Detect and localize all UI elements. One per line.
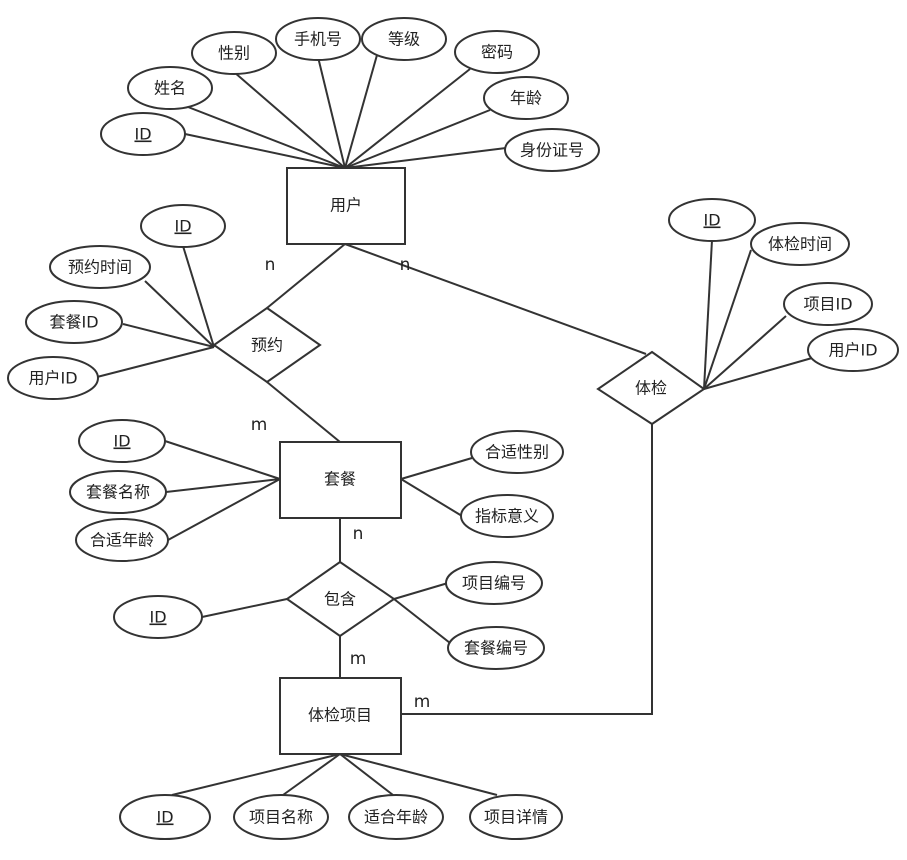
entity-package-label: 套餐 [324, 470, 356, 489]
attr-contain-id[interactable]: ID [113, 595, 203, 639]
card-user-exam: n [400, 255, 411, 275]
card-package-contain: n [353, 524, 364, 544]
attr-item-id-label: ID [156, 808, 173, 827]
relation-exam-label: 体检 [635, 379, 667, 398]
attr-package-gender[interactable]: 合适性别 [470, 430, 564, 474]
attr-contain-item-no[interactable]: 项目编号 [445, 561, 543, 605]
attr-user-idcard-label: 身份证号 [520, 141, 584, 160]
attr-package-age-label: 合适年龄 [90, 531, 154, 550]
attr-item-detail[interactable]: 项目详情 [469, 794, 563, 840]
relation-contain[interactable]: 包含 [285, 560, 396, 638]
attr-reserve-id-label: ID [174, 217, 191, 236]
attr-item-detail-label: 项目详情 [484, 808, 548, 827]
attr-exam-item-id-label: 项目ID [803, 295, 852, 314]
attr-reserve-time[interactable]: 预约时间 [49, 245, 151, 289]
attr-item-name[interactable]: 项目名称 [233, 794, 329, 840]
attr-package-gender-label: 合适性别 [485, 443, 549, 462]
card-exam-item: m [414, 692, 431, 712]
attr-reserve-user-id[interactable]: 用户ID [7, 356, 99, 400]
attr-reserve-time-label: 预约时间 [68, 258, 132, 277]
attr-exam-id[interactable]: ID [668, 198, 756, 242]
card-reserve-package: m [251, 415, 268, 435]
attr-reserve-package-id-label: 套餐ID [49, 313, 98, 332]
attr-user-id-label: ID [134, 125, 151, 144]
attr-package-meaning[interactable]: 指标意义 [460, 494, 554, 538]
attr-exam-id-label: ID [703, 211, 720, 230]
attr-package-id-label: ID [113, 432, 130, 451]
attr-user-level[interactable]: 等级 [361, 17, 447, 61]
attr-item-name-label: 项目名称 [249, 808, 313, 827]
attr-user-name-label: 姓名 [154, 79, 186, 98]
attr-item-id[interactable]: ID [119, 794, 211, 840]
entity-exam-item-label: 体检项目 [308, 706, 372, 725]
attr-reserve-user-id-label: 用户ID [28, 369, 77, 388]
attr-user-password-label: 密码 [481, 43, 513, 62]
attr-contain-item-no-label: 项目编号 [462, 574, 526, 593]
attr-exam-time[interactable]: 体检时间 [750, 222, 850, 266]
connector-lines [96, 54, 813, 796]
relation-contain-label: 包含 [324, 590, 356, 609]
attr-item-age[interactable]: 适合年龄 [348, 794, 444, 840]
attr-exam-time-label: 体检时间 [768, 235, 832, 254]
card-user-reserve: n [265, 255, 276, 275]
attr-reserve-id[interactable]: ID [140, 204, 226, 248]
attr-user-level-label: 等级 [388, 30, 420, 49]
attr-package-name[interactable]: 套餐名称 [69, 470, 167, 514]
attr-user-phone-label: 手机号 [294, 30, 342, 49]
card-contain-item: m [350, 649, 367, 669]
cardinality-labels: n n m n m m [251, 255, 431, 712]
entity-user-label: 用户 [330, 196, 362, 215]
entity-user[interactable]: 用户 [286, 167, 406, 245]
attr-user-password[interactable]: 密码 [454, 30, 540, 74]
attr-item-age-label: 适合年龄 [364, 808, 428, 827]
entity-exam-item[interactable]: 体检项目 [279, 677, 402, 755]
attr-package-age[interactable]: 合适年龄 [75, 518, 169, 562]
attr-package-id[interactable]: ID [78, 419, 166, 463]
attr-package-meaning-label: 指标意义 [475, 507, 539, 526]
attr-user-idcard[interactable]: 身份证号 [504, 128, 600, 172]
attr-exam-user-id[interactable]: 用户ID [807, 328, 899, 372]
attr-user-phone[interactable]: 手机号 [275, 17, 361, 61]
attr-user-name[interactable]: 姓名 [127, 66, 213, 110]
attr-contain-id-label: ID [149, 608, 166, 627]
attr-exam-user-id-label: 用户ID [828, 341, 877, 360]
attr-contain-package-no-label: 套餐编号 [464, 639, 528, 658]
attr-reserve-package-id[interactable]: 套餐ID [25, 300, 123, 344]
relation-reserve[interactable]: 预约 [212, 306, 322, 384]
entity-package[interactable]: 套餐 [279, 441, 402, 519]
attr-user-gender[interactable]: 性别 [191, 31, 277, 75]
attr-exam-item-id[interactable]: 项目ID [783, 282, 873, 326]
attr-package-name-label: 套餐名称 [86, 483, 150, 502]
relation-exam[interactable]: 体检 [596, 350, 706, 426]
attr-user-id[interactable]: ID [100, 112, 186, 156]
attr-contain-package-no[interactable]: 套餐编号 [447, 626, 545, 670]
attr-user-age[interactable]: 年龄 [483, 76, 569, 120]
attr-user-age-label: 年龄 [510, 89, 542, 108]
attr-user-gender-label: 性别 [218, 44, 250, 63]
relation-reserve-label: 预约 [251, 336, 283, 355]
